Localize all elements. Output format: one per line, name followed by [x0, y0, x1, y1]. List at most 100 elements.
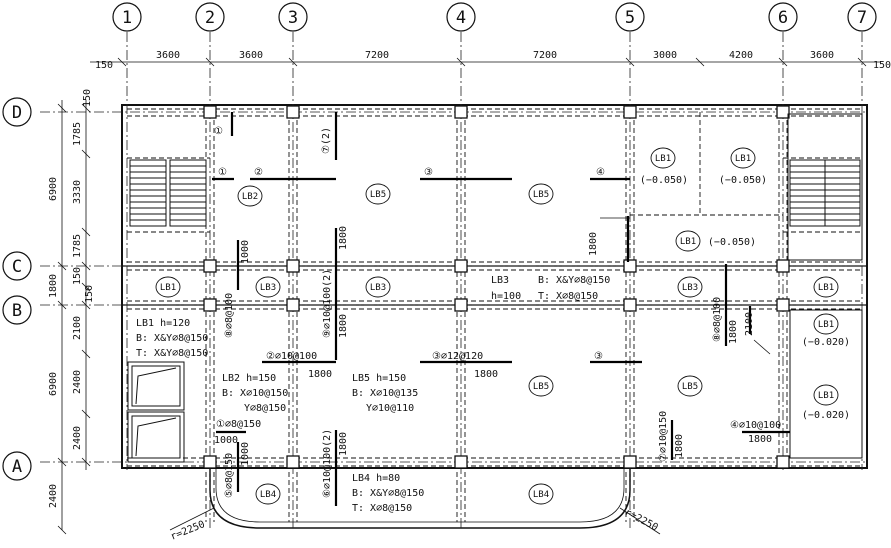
length-2100: 2100 [744, 312, 755, 336]
dim-left-150-b: 150 [84, 285, 95, 303]
dim-left-2100: 2100 [72, 316, 83, 340]
axis-bubble-B [2, 295, 32, 325]
elevation-e: (−0.020) [802, 410, 850, 421]
left-dimensions: 150 6900 1800 6900 2400 1785 3330 1785 1… [48, 89, 95, 508]
column-0-1 [286, 105, 300, 119]
rebar-mark-7-2: ⑦(2) [321, 127, 332, 154]
dim-top-3600-c: 3600 [810, 50, 834, 61]
curved-balcony-inner [215, 468, 625, 523]
rebar-mark-3-top: ③ [424, 167, 433, 178]
length-1800-d: 1800 [728, 320, 739, 344]
axis-bubble-2 [195, 2, 225, 32]
slab-label-lb3-b: LB3 [370, 283, 386, 293]
slab-label-lb2: LB2 [242, 192, 258, 202]
elevation-a: (−0.050) [640, 175, 688, 186]
length-1800-h: 1800 [674, 434, 685, 458]
rebar-lines [212, 112, 790, 506]
column-2-1 [286, 298, 300, 312]
slab-labels: LB2 LB5 LB5 LB1 LB1 LB1 LB1 LB3 LB3 LB3 … [160, 154, 834, 500]
slab-label-lb1-a: LB1 [655, 154, 671, 164]
curved-balcony-wall [209, 468, 631, 529]
column-3-1 [286, 455, 300, 469]
column-2-4 [776, 298, 790, 312]
slab-label-lb4-b: LB4 [533, 490, 549, 500]
column-0-2 [454, 105, 468, 119]
column-1-1 [286, 259, 300, 273]
rebar-callouts: ① ⑦(2) ① ② ③ ④ ⑧⌀8@100 ⑨⌀10@100(2) ⑧⌀8@1… [214, 126, 781, 498]
elevation-d: (−0.020) [802, 337, 850, 348]
axis-label-2: 2 [205, 8, 215, 28]
slab-label-lb1-e: LB1 [818, 283, 834, 293]
slab-label-lb1-b: LB1 [735, 154, 751, 164]
note-lb1-b: B: X&Y⌀8@150 [136, 333, 208, 344]
column-0-3 [623, 105, 637, 119]
outer-wall-outline [121, 104, 868, 469]
length-1000-a: 1000 [240, 240, 251, 264]
stair-left [129, 159, 207, 227]
grid-lines [40, 32, 867, 530]
axis-label-4: 4 [456, 8, 466, 28]
rebar-spec-9: ⑨⌀10@100(2) [322, 269, 333, 338]
axis-bubble-D [2, 97, 32, 127]
dim-left-2400-outer: 2400 [48, 484, 59, 508]
dim-left-6900-b: 6900 [48, 372, 59, 396]
axis-bubble-C [2, 251, 32, 281]
axis-bubble-3 [278, 2, 308, 32]
rebar-mark-small-1: ① [214, 126, 223, 137]
column-2-3 [623, 298, 637, 312]
slab-notes: LB1 h=120 B: X&Y⌀8@150 T: X&Y⌀8@150 LB2 … [136, 275, 610, 514]
rebar-spec-2: ②⌀10@100 [266, 351, 317, 362]
dim-left-150-c: 150 [72, 267, 83, 285]
slab-label-lb1-c: LB1 [680, 237, 696, 247]
note-lb2-y: Y⌀8@150 [244, 403, 286, 414]
note-lb1-h: LB1 h=120 [136, 318, 190, 329]
column-3-0 [203, 455, 217, 469]
rebar-lengths: 1000 1800 1800 1800 1800 2100 1800 1800 … [214, 226, 772, 466]
slab-label-lb1-d: LB1 [160, 283, 176, 293]
column-1-3 [623, 259, 637, 273]
length-1000-c: 1000 [240, 442, 251, 466]
beams [127, 108, 862, 522]
dim-top-7200-b: 7200 [533, 50, 557, 61]
rebar-spec-5: ⑤⌀8@150 [224, 453, 235, 498]
elevation-c: (−0.050) [708, 237, 756, 248]
shaft-openings [127, 361, 185, 463]
axis-bubble-1 [112, 2, 142, 32]
right-room-outlines [787, 113, 863, 459]
dim-left-1785-a: 1785 [72, 122, 83, 146]
axis-label-6: 6 [778, 8, 788, 28]
note-lb3-b: B: X&Y⌀8@150 [538, 275, 610, 286]
slab-label-lb5-a: LB5 [370, 190, 386, 200]
stair-right [789, 159, 861, 227]
slab-label-lb4-a: LB4 [260, 490, 276, 500]
axis-label-C: C [12, 257, 22, 277]
axis-bubble-7 [847, 2, 877, 32]
axis-label-A: A [12, 457, 22, 477]
rebar-spec-7: ⑦⌀10@150 [658, 411, 669, 462]
dim-top-3600-a: 3600 [156, 50, 180, 61]
dim-top-3600-b: 3600 [239, 50, 263, 61]
elevation-b: (−0.050) [719, 175, 767, 186]
column-1-2 [454, 259, 468, 273]
note-lb3-title: LB3 [491, 275, 509, 286]
note-lb5-y: Y⌀10@110 [366, 403, 414, 414]
dim-top-7200-a: 7200 [365, 50, 389, 61]
column-3-2 [454, 455, 468, 469]
slab-label-lb3-a: LB3 [260, 283, 276, 293]
note-lb2-h: LB2 h=150 [222, 373, 276, 384]
elevations: (−0.050) (−0.050) (−0.050) (−0.020) (−0.… [640, 175, 850, 421]
dim-top-150-left: 150 [95, 60, 113, 71]
note-lb3-h: h=100 [491, 291, 521, 302]
note-lb3-t: T: X⌀8@150 [538, 291, 598, 302]
note-lb5-b: B: X⌀10@135 [352, 388, 418, 399]
column-3-3 [623, 455, 637, 469]
dim-left-1785-b: 1785 [72, 234, 83, 258]
note-lb4-t: T: X⌀8@150 [352, 503, 412, 514]
slab-label-lb5-b: LB5 [533, 190, 549, 200]
axis-label-D: D [12, 103, 22, 123]
axis-bubble-6 [768, 2, 798, 32]
axis-bubble-5 [615, 2, 645, 32]
slab-label-lb5-c: LB5 [533, 382, 549, 392]
rebar-mark-1: ① [218, 167, 227, 178]
